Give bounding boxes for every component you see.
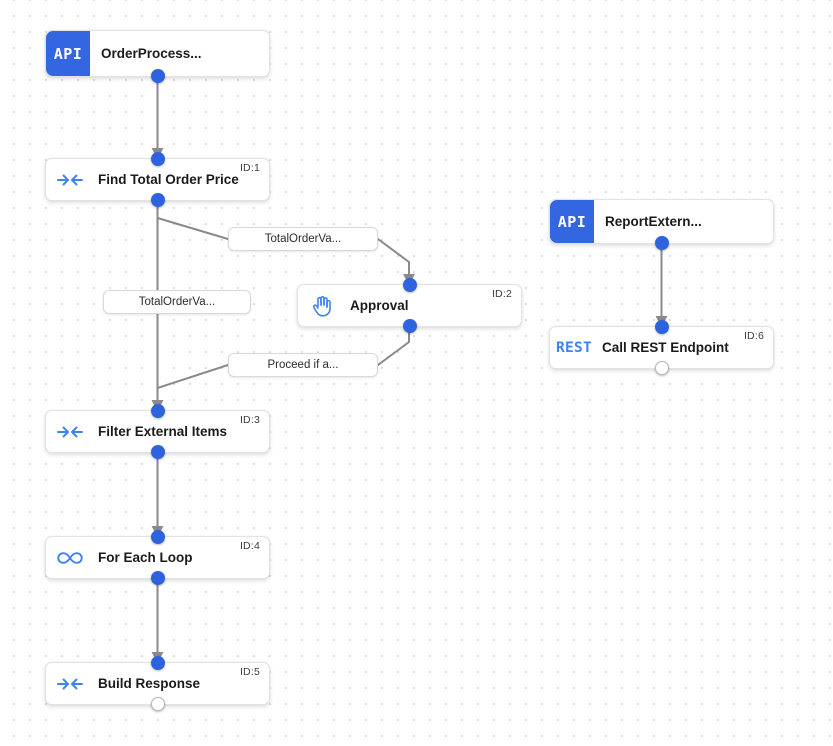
transform-arrows-icon: [46, 172, 94, 188]
node-input-handle[interactable]: [654, 320, 669, 334]
node-title: Build Response: [98, 676, 201, 691]
node-id-label: ID:2: [491, 288, 512, 300]
node-input-handle[interactable]: [150, 152, 165, 166]
node-title: Find Total Order Price: [98, 172, 239, 187]
node-output-handle[interactable]: [150, 445, 165, 459]
raised-hand-icon: [298, 295, 346, 317]
node-id-label: ID:6: [743, 330, 764, 342]
edge-label-proceed-if-approved[interactable]: Proceed if a...: [228, 353, 378, 377]
node-order-process[interactable]: API OrderProcess...: [45, 30, 270, 83]
node-output-handle[interactable]: [402, 319, 417, 333]
edge-label-total-order-value-approval[interactable]: TotalOrderVa...: [228, 227, 378, 251]
api-badge-icon: API: [550, 200, 594, 243]
node-filter-external-items[interactable]: Filter External Items ID:3: [45, 404, 270, 459]
node-find-total-order-price[interactable]: Find Total Order Price ID:1: [45, 152, 270, 207]
transform-arrows-icon: [46, 676, 94, 692]
node-call-rest-endpoint[interactable]: REST Call REST Endpoint ID:6: [549, 320, 774, 375]
rest-label-icon: REST: [555, 339, 593, 356]
node-output-handle[interactable]: [150, 193, 165, 207]
node-input-handle[interactable]: [150, 656, 165, 670]
node-output-handle[interactable]: [654, 361, 669, 375]
node-output-handle[interactable]: [150, 69, 165, 83]
node-output-handle[interactable]: [150, 697, 165, 711]
node-report-extern[interactable]: API ReportExtern...: [549, 199, 774, 250]
node-input-handle[interactable]: [150, 404, 165, 418]
node-title: Approval: [350, 298, 409, 313]
transform-arrows-icon: [46, 424, 94, 440]
node-id-label: ID:4: [239, 540, 260, 552]
node-title: ReportExtern...: [605, 214, 702, 229]
node-input-handle[interactable]: [150, 530, 165, 544]
infinity-loop-icon: [46, 550, 94, 566]
node-id-label: ID:1: [239, 162, 260, 174]
node-output-handle[interactable]: [654, 236, 669, 250]
node-id-label: ID:5: [239, 666, 260, 678]
node-build-response[interactable]: Build Response ID:5: [45, 656, 270, 711]
edge-label-total-order-value-filter[interactable]: TotalOrderVa...: [103, 290, 251, 314]
node-for-each-loop[interactable]: For Each Loop ID:4: [45, 530, 270, 585]
node-approval[interactable]: Approval ID:2: [297, 278, 522, 333]
node-title: For Each Loop: [98, 550, 193, 565]
node-title: Call REST Endpoint: [602, 340, 729, 355]
node-input-handle[interactable]: [402, 278, 417, 292]
node-title: Filter External Items: [98, 424, 228, 439]
node-title: OrderProcess...: [101, 46, 202, 61]
node-id-label: ID:3: [239, 414, 260, 426]
node-output-handle[interactable]: [150, 571, 165, 585]
api-badge-icon: API: [46, 31, 90, 76]
